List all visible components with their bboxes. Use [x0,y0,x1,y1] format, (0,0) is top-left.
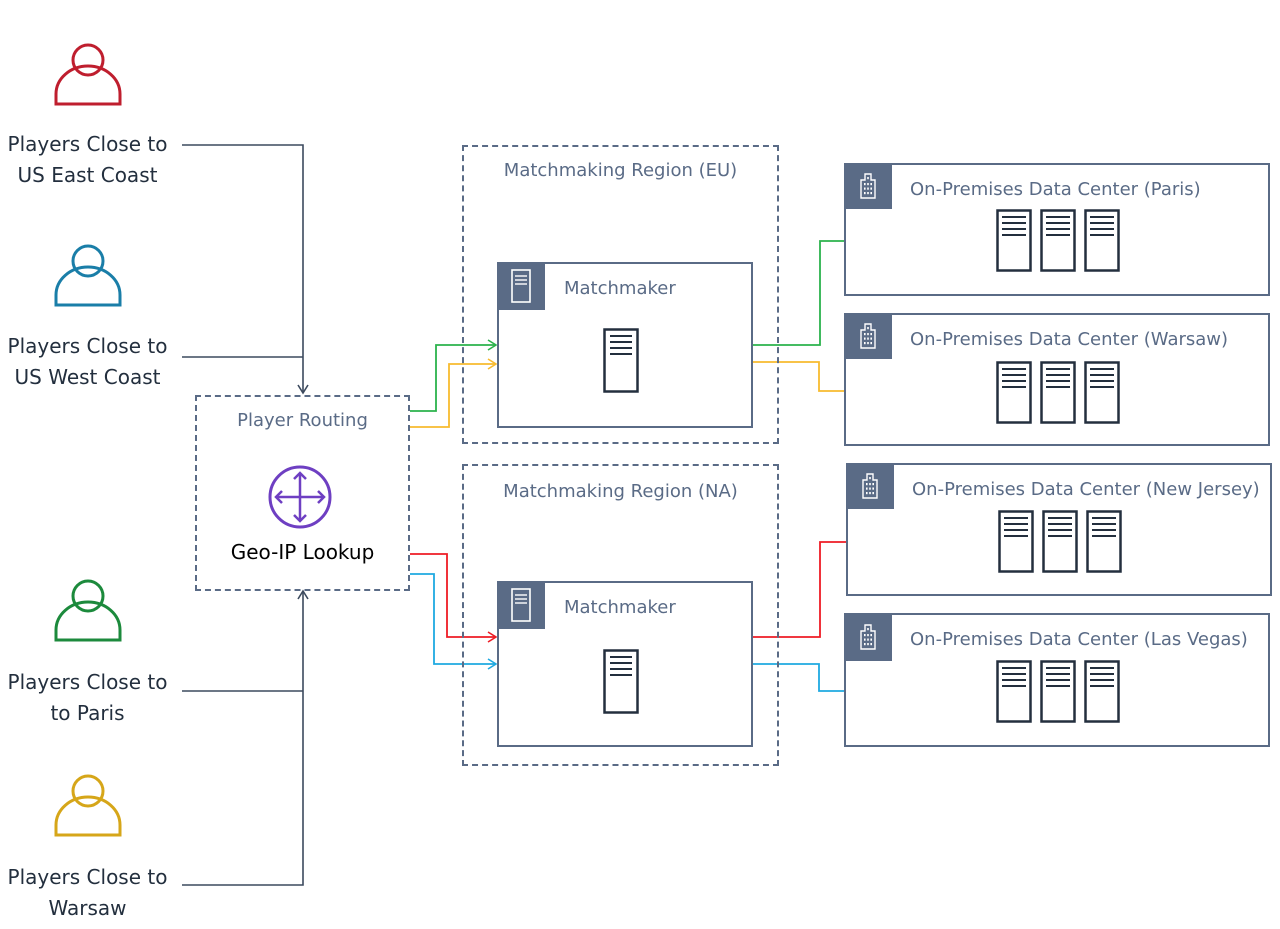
data-center-paris: On-Premises Data Center (Paris) [844,163,1270,296]
server-icon [511,269,531,303]
player-label: Players Close to Warsaw [0,862,175,924]
data-center-las-vegas: On-Premises Data Center (Las Vegas) [844,613,1270,747]
user-icon [54,579,122,642]
matchmaker-header-tile [497,262,545,310]
server-icon [603,328,639,393]
data-center-header-tile [844,613,892,661]
route-warsaw-in [410,358,498,428]
server-icon [996,209,1032,272]
player-label-line: Players Close to [7,132,168,156]
matchmaker-title: Matchmaker [564,278,676,299]
route-new-jersey-in [410,553,498,643]
data-center-warsaw: On-Premises Data Center (Warsaw) [844,313,1270,446]
building-icon [862,473,878,499]
region-title: Matchmaking Region (NA) [503,481,738,502]
data-center-title: On-Premises Data Center (Paris) [910,179,1201,200]
building-icon [860,624,876,650]
player-routing-title: Player Routing [237,410,368,431]
data-center-title: On-Premises Data Center (Warsaw) [910,329,1229,350]
player-label-line: Players Close to [7,865,168,889]
data-center-title: On-Premises Data Center (Las Vegas) [910,629,1248,650]
player-label-line: Players Close to [7,670,168,694]
data-center-header-tile [846,463,894,509]
player-label: Players Close to US West Coast [0,331,175,393]
server-icon [511,588,531,622]
geo-ip-lookup-label: Geo-IP Lookup [230,540,375,564]
user-icon [54,43,122,106]
connector-warsaw [182,589,309,886]
server-icon [1040,660,1076,723]
user-icon [54,774,122,837]
player-routing-group: Player Routing Geo-IP Lookup [195,395,410,591]
data-center-header-tile [844,163,892,209]
server-icon [998,510,1034,573]
matchmaker-eu: Matchmaker [497,262,753,428]
server-icon [1084,361,1120,424]
matchmaker-title: Matchmaker [564,597,676,618]
route-las-vegas-in [410,573,498,670]
server-icon [1084,660,1120,723]
server-icon [1040,209,1076,272]
matchmaking-region-na: Matchmaking Region (NA) [462,464,779,766]
player-label-line: US West Coast [14,365,161,389]
server-icon [996,361,1032,424]
connector-east-coast [182,144,309,395]
region-title: Matchmaking Region (EU) [503,160,738,181]
server-icon [1086,510,1122,573]
server-icon [1040,361,1076,424]
player-label: Players Close to to Paris [0,667,175,729]
player-label-line: to Paris [50,701,125,725]
matchmaker-na: Matchmaker [497,581,753,747]
building-icon [860,323,876,349]
matchmaking-region-eu: Matchmaking Region (EU) [462,145,779,444]
user-icon [54,244,122,307]
player-label: Players Close to US East Coast [0,129,175,191]
player-label-line: US East Coast [17,163,158,187]
server-icon [1084,209,1120,272]
player-label-line: Players Close to [7,334,168,358]
server-icon [996,660,1032,723]
server-icon [603,649,639,714]
player-label-line: Warsaw [48,896,127,920]
data-center-header-tile [844,313,892,359]
router-icon [268,465,332,529]
matchmaker-header-tile [497,581,545,629]
data-center-title: On-Premises Data Center (New Jersey) [912,479,1260,500]
building-icon [860,173,876,199]
route-paris-in [410,339,498,412]
server-icon [1042,510,1078,573]
data-center-new-jersey: On-Premises Data Center (New Jersey) [846,463,1272,596]
